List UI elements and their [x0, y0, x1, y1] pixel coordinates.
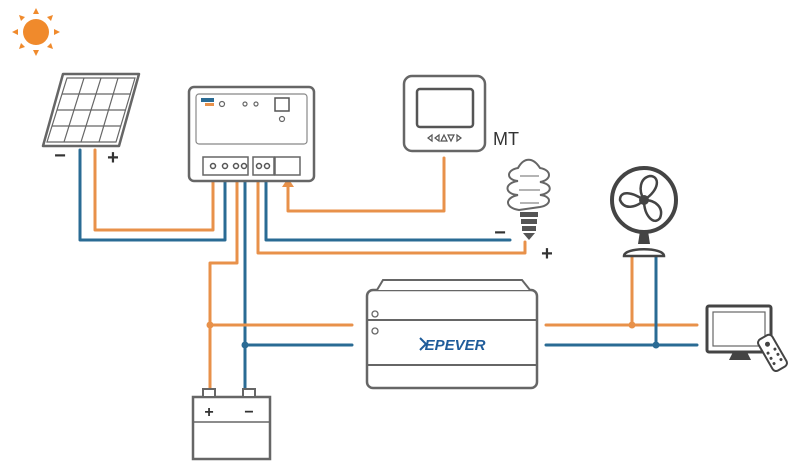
panel-minus-label: −	[54, 145, 66, 167]
battery-minus-label: −	[244, 404, 253, 421]
meter-label: MT	[493, 129, 519, 149]
fan-icon	[610, 166, 678, 258]
inverter-icon	[365, 279, 539, 390]
panel-negative-wire	[78, 148, 227, 242]
junction-dots	[206, 321, 660, 349]
battery-icon	[191, 388, 272, 461]
charge-controller-icon	[187, 85, 316, 183]
lamp-plus-label: +	[541, 243, 553, 265]
meter-wire	[286, 156, 446, 213]
bulb-icon	[506, 158, 551, 240]
battery-plus-label: +	[204, 404, 213, 421]
remote-icon	[757, 333, 788, 372]
panel-positive-wire	[93, 148, 215, 232]
meter-arrow	[282, 178, 294, 187]
tv-icon	[705, 304, 773, 360]
panel-plus-label: +	[107, 147, 119, 169]
lamp-minus-label: −	[494, 222, 506, 244]
lamp-negative-wire	[264, 176, 512, 242]
meter-display-icon	[402, 74, 487, 153]
solar-panel-icon	[41, 72, 141, 148]
wires	[78, 148, 699, 394]
sun-icon	[12, 8, 60, 56]
lamp-positive-wire	[256, 176, 527, 255]
inverter-brand-label: EPEVER	[425, 337, 486, 354]
